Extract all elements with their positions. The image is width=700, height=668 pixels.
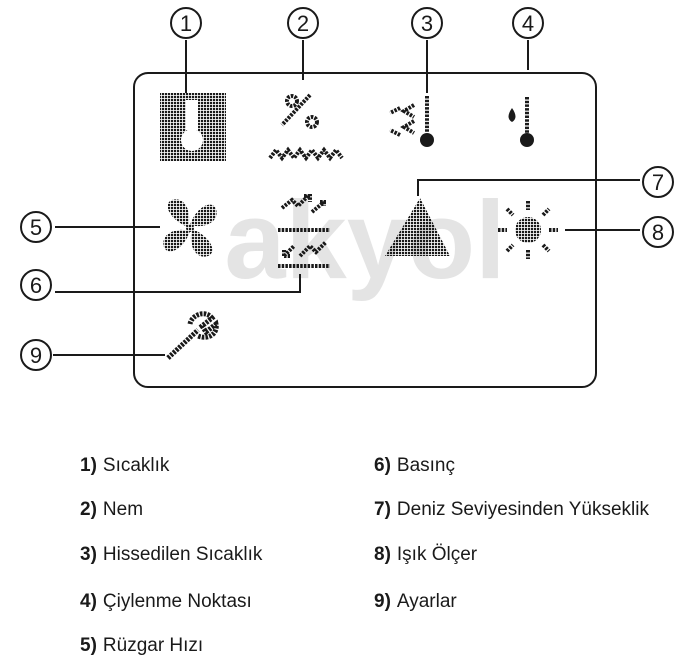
- svg-text:4: 4: [522, 11, 534, 36]
- legend-num: 1): [80, 455, 97, 476]
- legend-label: Ayarlar: [396, 591, 457, 612]
- svg-text:6: 6: [30, 273, 42, 298]
- legend-label: Çiylenme Noktası: [102, 591, 252, 612]
- watermark: akyol: [224, 179, 505, 302]
- legend-num: 6): [374, 455, 391, 476]
- legend-label: Hissedilen Sıcaklık: [102, 544, 263, 565]
- mountain-icon: [385, 198, 450, 256]
- legend-item-6: 6)Basınç: [374, 455, 455, 477]
- legend-num: 4): [80, 591, 97, 612]
- legend-item-8: 8)Işık Ölçer: [374, 544, 477, 566]
- svg-text:2: 2: [297, 11, 309, 36]
- feels-like-bulb: [420, 133, 434, 147]
- legend-item-5: 5)Rüzgar Hızı: [80, 635, 203, 657]
- legend-num: 5): [80, 635, 97, 656]
- legend-label: Deniz Seviyesinden Yükseklik: [396, 499, 649, 520]
- feels-like-icon: [389, 96, 429, 137]
- dew-point-icon: [508, 97, 534, 147]
- wind-fan-icon: [163, 199, 217, 257]
- legend-item-3: 3)Hissedilen Sıcaklık: [80, 544, 262, 566]
- legend-label: Rüzgar Hızı: [102, 635, 204, 656]
- marker-9: 9: [20, 339, 52, 371]
- lcd-diagram: akyol 1 2 3 4 5 6 7 8 9: [20, 7, 674, 388]
- legend-label: Nem: [102, 499, 144, 520]
- marker-7: 7: [642, 166, 674, 198]
- svg-text:7: 7: [652, 170, 664, 195]
- legend-item-2: 2)Nem: [80, 499, 143, 521]
- legend-num: 2): [80, 499, 97, 520]
- marker-1: 1: [170, 7, 202, 39]
- marker-3: 3: [411, 7, 443, 39]
- legend-num: 9): [374, 591, 391, 612]
- legend-num: 8): [374, 544, 391, 565]
- svg-text:5: 5: [30, 215, 42, 240]
- legend-item-7: 7)Deniz Seviyesinden Yükseklik: [374, 499, 649, 521]
- humidity-icon: [268, 93, 344, 162]
- leader-lines: [53, 40, 640, 356]
- legend-label: Basınç: [396, 455, 455, 476]
- marker-8: 8: [642, 216, 674, 248]
- marker-4: 4: [512, 7, 544, 39]
- legend-num: 7): [374, 499, 391, 520]
- svg-text:8: 8: [652, 220, 664, 245]
- pressure-icon: [278, 194, 330, 268]
- svg-text:3: 3: [421, 11, 433, 36]
- wrench-icon: [166, 311, 219, 360]
- svg-text:9: 9: [30, 343, 42, 368]
- thermometer-icon: [160, 93, 226, 161]
- svg-text:1: 1: [180, 11, 192, 36]
- legend-label: Işık Ölçer: [396, 544, 478, 565]
- marker-6: 6: [20, 269, 52, 301]
- marker-2: 2: [287, 7, 319, 39]
- sun-icon: [498, 201, 558, 259]
- legend-item-9: 9)Ayarlar: [374, 591, 457, 613]
- legend-item-4: 4)Çiylenme Noktası: [80, 591, 252, 613]
- legend-num: 3): [80, 544, 97, 565]
- marker-5: 5: [20, 211, 52, 243]
- legend-label: Sıcaklık: [102, 455, 170, 476]
- legend-item-1: 1)Sıcaklık: [80, 455, 169, 477]
